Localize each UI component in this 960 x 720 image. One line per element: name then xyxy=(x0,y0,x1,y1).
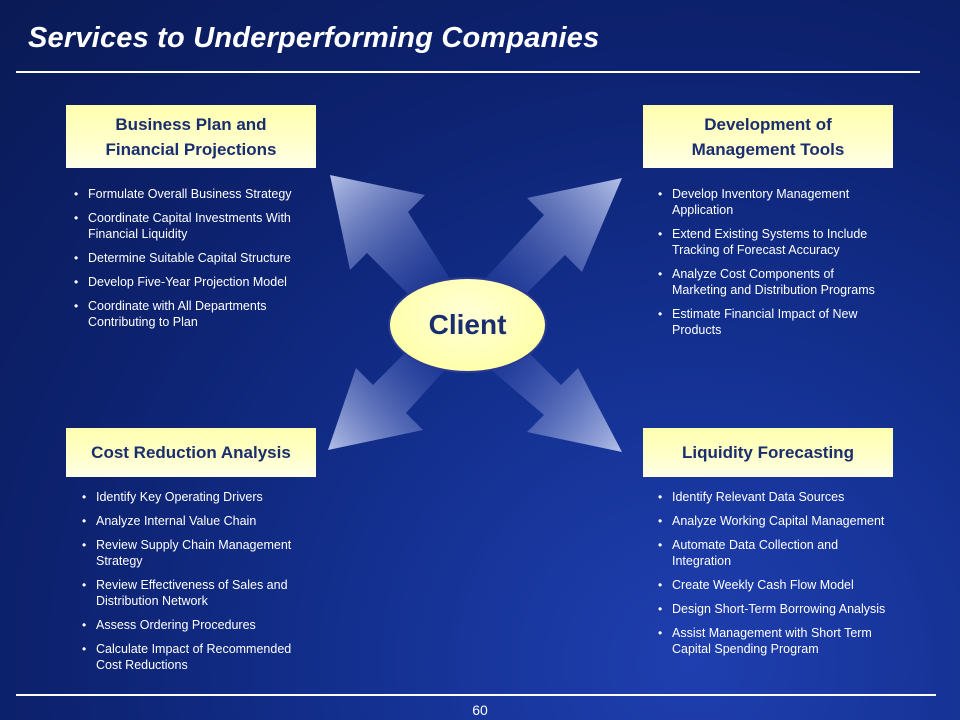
management-tools-heading-box: Development of Management Tools xyxy=(643,105,893,168)
arrow-to-business-plan xyxy=(330,175,452,310)
client-ellipse: Client xyxy=(388,277,547,373)
management-tools-heading: Development of Management Tools xyxy=(691,114,845,159)
client-label: Client xyxy=(428,309,507,340)
bullet-item: Identify Relevant Data Sources xyxy=(656,489,896,505)
bullet-item: Extend Existing Systems to Include Track… xyxy=(656,226,892,258)
bullet-item: Design Short-Term Borrowing Analysis xyxy=(656,601,896,617)
business-plan-heading: Business Plan and Financial Projections xyxy=(105,114,277,159)
arrow-to-management-tools xyxy=(482,178,622,310)
bullet-item: Analyze Cost Components of Marketing and… xyxy=(656,266,892,298)
bullet-item: Analyze Internal Value Chain xyxy=(80,513,316,529)
cost-reduction-heading: Cost Reduction Analysis xyxy=(91,443,291,462)
liquidity-forecasting-heading-box: Liquidity Forecasting xyxy=(643,428,893,477)
arrow-to-liquidity-forecasting xyxy=(482,334,622,452)
bullet-item: Review Supply Chain Management Strategy xyxy=(80,537,316,569)
bullet-item: Assist Management with Short Term Capita… xyxy=(656,625,896,657)
title-divider xyxy=(16,71,920,73)
bullet-item: Create Weekly Cash Flow Model xyxy=(656,577,896,593)
bullet-item: Formulate Overall Business Strategy xyxy=(72,186,316,202)
cost-reduction-bullet-list: Identify Key Operating DriversAnalyze In… xyxy=(80,489,316,681)
bullet-item: Coordinate with All Departments Contribu… xyxy=(72,298,316,330)
business-plan-heading-box: Business Plan and Financial Projections xyxy=(66,105,316,168)
bullet-item: Coordinate Capital Investments With Fina… xyxy=(72,210,316,242)
bullet-item: Review Effectiveness of Sales and Distri… xyxy=(80,577,316,609)
slide-title: Services to Underperforming Companies xyxy=(28,22,600,54)
bullet-item: Assess Ordering Procedures xyxy=(80,617,316,633)
bullet-item: Develop Inventory Management Application xyxy=(656,186,892,218)
cost-reduction-heading-box: Cost Reduction Analysis xyxy=(66,428,316,477)
liquidity-forecasting-bullet-list: Identify Relevant Data SourcesAnalyze Wo… xyxy=(656,489,896,665)
page-number: 60 xyxy=(472,702,488,718)
footer-divider xyxy=(16,694,936,696)
bullet-item: Identify Key Operating Drivers xyxy=(80,489,316,505)
bullet-item: Determine Suitable Capital Structure xyxy=(72,250,316,266)
liquidity-forecasting-heading: Liquidity Forecasting xyxy=(682,443,854,462)
bullet-item: Automate Data Collection and Integration xyxy=(656,537,896,569)
business-plan-bullet-list: Formulate Overall Business StrategyCoord… xyxy=(72,186,316,338)
bullet-item: Develop Five-Year Projection Model xyxy=(72,274,316,290)
management-tools-bullet-list: Develop Inventory Management Application… xyxy=(656,186,892,346)
bullet-item: Analyze Working Capital Management xyxy=(656,513,896,529)
bullet-item: Calculate Impact of Recommended Cost Red… xyxy=(80,641,316,673)
bullet-item: Estimate Financial Impact of New Product… xyxy=(656,306,892,338)
